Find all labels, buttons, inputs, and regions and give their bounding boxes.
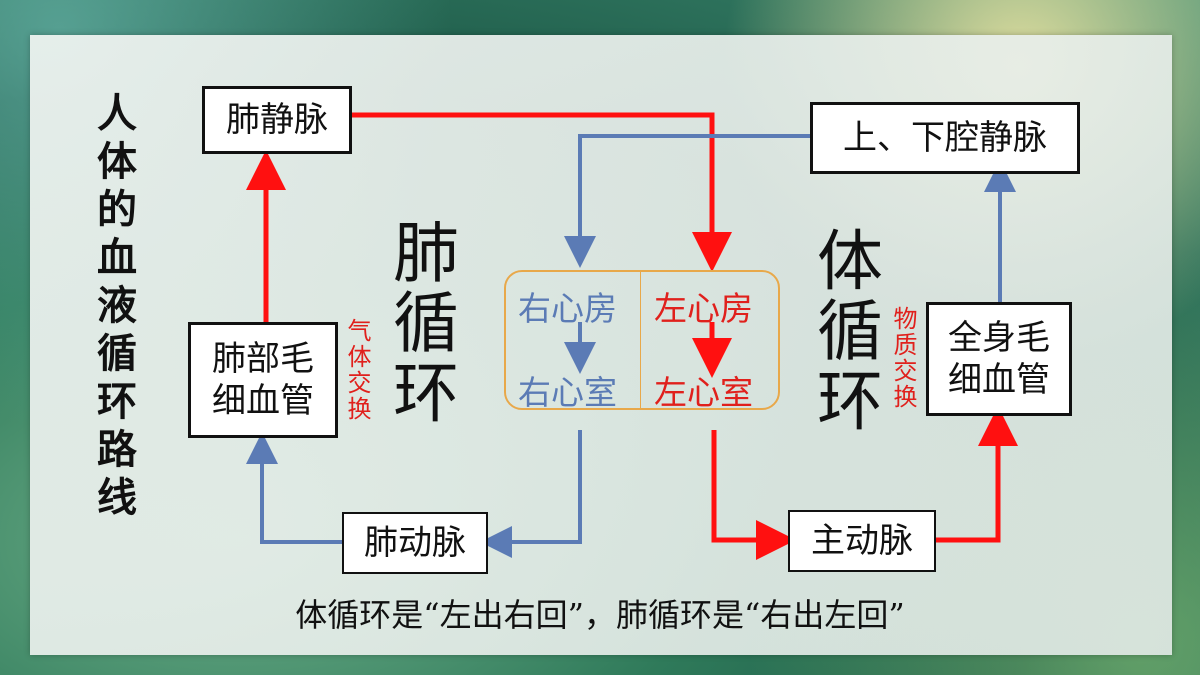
vena-cava-box: 上、下腔静脉 bbox=[810, 102, 1080, 174]
gas-exchange-label: 气体交换 bbox=[343, 318, 371, 422]
body-capillary-box: 全身毛 细血管 bbox=[926, 302, 1072, 416]
lung-capillary-box: 肺部毛 细血管 bbox=[188, 322, 338, 438]
systemic-circulation-label: 体循环 bbox=[806, 226, 883, 436]
lung-capillary-label-line2: 细血管 bbox=[212, 381, 314, 421]
arrow-left-ventricle-to-aorta bbox=[711, 430, 796, 560]
body-capillary-label-line2: 细血管 bbox=[948, 360, 1050, 400]
material-exchange-label: 物质交换 bbox=[889, 306, 917, 410]
lung-capillary-label-line1: 肺部毛 bbox=[212, 338, 314, 379]
summary-caption: 体循环是“左出右回”，肺循环是“右出左回” bbox=[295, 596, 905, 634]
heart-septum bbox=[640, 272, 641, 408]
right-ventricle: 右心室 bbox=[518, 373, 617, 412]
aorta-label: 主动脉 bbox=[811, 520, 913, 561]
arrow-vena-cava-to-right-atrium bbox=[564, 134, 812, 268]
arrow-right-ventricle-to-pulmonary-artery bbox=[480, 430, 582, 558]
pulmonary-artery-box: 肺动脉 bbox=[342, 512, 488, 574]
left-atrium: 左心房 bbox=[654, 289, 753, 328]
page-title: 人体的血液循环路线 bbox=[90, 92, 136, 524]
right-atrium: 右心房 bbox=[518, 289, 617, 328]
left-ventricle: 左心室 bbox=[654, 373, 753, 412]
pulmonary-vein-box: 肺静脉 bbox=[202, 86, 352, 154]
arrow-aorta-to-body-capillary bbox=[936, 406, 1018, 543]
vena-cava-label: 上、下腔静脉 bbox=[843, 117, 1047, 158]
heart-outline bbox=[504, 270, 780, 410]
arrow-pulmonary-vein-to-left-atrium bbox=[350, 112, 732, 272]
pulmonary-artery-label: 肺动脉 bbox=[364, 522, 466, 563]
pulmonary-vein-label: 肺静脉 bbox=[226, 99, 328, 140]
body-capillary-label-line1: 全身毛 bbox=[948, 317, 1050, 358]
arrow-pulmonary-artery-to-lung-capillary bbox=[246, 432, 342, 544]
aorta-box: 主动脉 bbox=[788, 510, 936, 572]
pulmonary-circulation-label: 肺循环 bbox=[382, 218, 459, 428]
